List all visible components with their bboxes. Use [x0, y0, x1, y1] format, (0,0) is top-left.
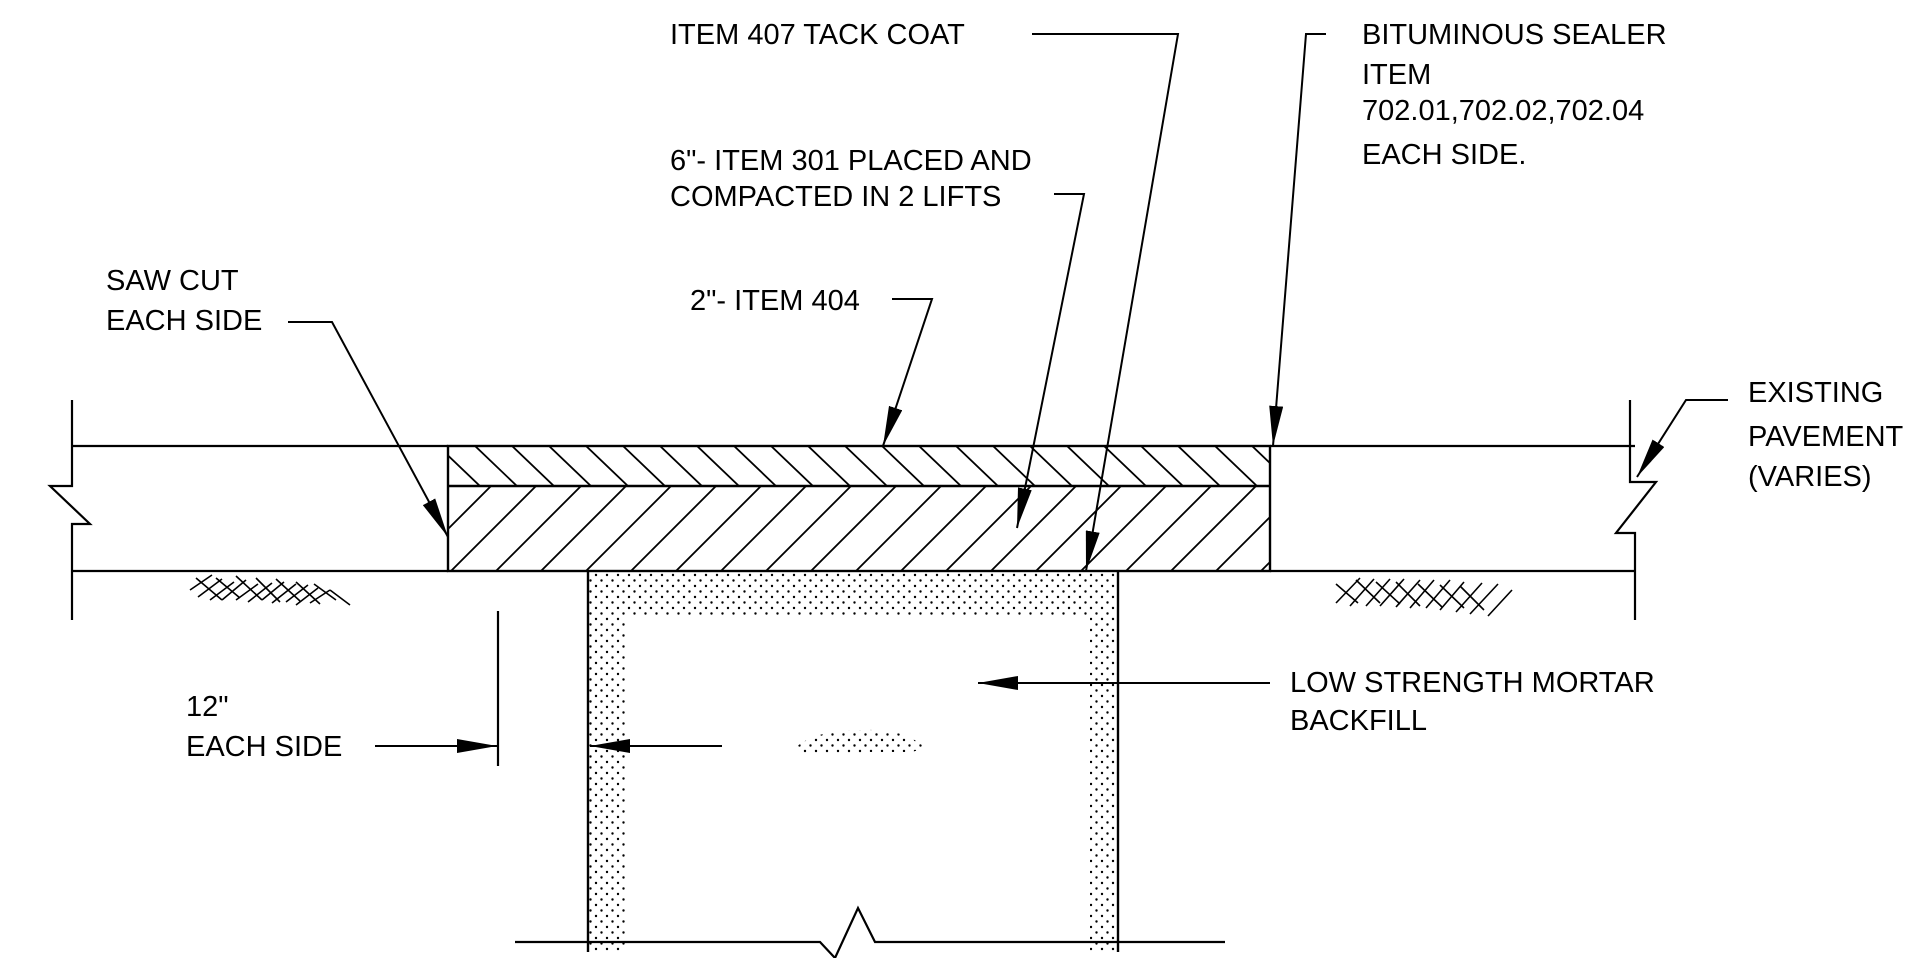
tack-coat-leader	[1032, 33, 1180, 572]
sealer-leader	[1269, 33, 1326, 447]
surface-course-layer	[448, 446, 1270, 486]
surface-course-label: 2"- ITEM 404	[690, 285, 860, 317]
width-label-line-2: EACH SIDE	[186, 731, 342, 763]
trench-walls	[586, 571, 1120, 952]
existing-pavement-label-line-3: (VARIES)	[1748, 461, 1872, 493]
existing-pavement-label-line-2: PAVEMENT	[1748, 421, 1904, 453]
width-label-line-1: 12"	[186, 691, 229, 723]
sawcut-label-line-2: EACH SIDE	[106, 305, 262, 337]
surface-course-leader	[882, 298, 934, 447]
leader-lines	[288, 33, 1728, 690]
sealer-label-line-2: ITEM	[1362, 59, 1431, 91]
sealer-label-line-1: BITUMINOUS SEALER	[1362, 19, 1667, 51]
existing-pavement-label-line-1: EXISTING	[1748, 377, 1883, 409]
earth-symbol-left	[189, 574, 351, 606]
sealer-label-line-4: EACH SIDE.	[1362, 139, 1526, 171]
sawcut-leader	[288, 321, 449, 538]
existing-pavement-right	[1270, 400, 1659, 620]
base-course-leader	[1016, 193, 1086, 529]
trench-bottom-break-line	[515, 905, 1225, 958]
earth-symbol-right	[1335, 577, 1513, 617]
base-course-layer	[448, 486, 1270, 570]
annotations: ITEM 407 TACK COAT BITUMINOUS SEALER ITE…	[106, 19, 1904, 763]
tack-coat-label: ITEM 407 TACK COAT	[670, 19, 965, 51]
existing-pavement-leader	[1636, 399, 1728, 478]
mortar-backfill-label-line-2: BACKFILL	[1290, 705, 1427, 737]
base-course-label-line-1: 6"- ITEM 301 PLACED AND	[670, 145, 1032, 177]
mortar-backfill-stipple	[588, 571, 1118, 952]
sawcut-label-line-1: SAW CUT	[106, 265, 239, 297]
existing-pavement-left	[47, 400, 448, 620]
repair-section-outline	[446, 444, 1272, 573]
sealer-label-line-3: 702.01,702.02,702.04	[1362, 95, 1644, 127]
base-course-label-line-2: COMPACTED IN 2 LIFTS	[670, 181, 1001, 213]
mortar-backfill-label-line-1: LOW STRENGTH MORTAR	[1290, 667, 1655, 699]
